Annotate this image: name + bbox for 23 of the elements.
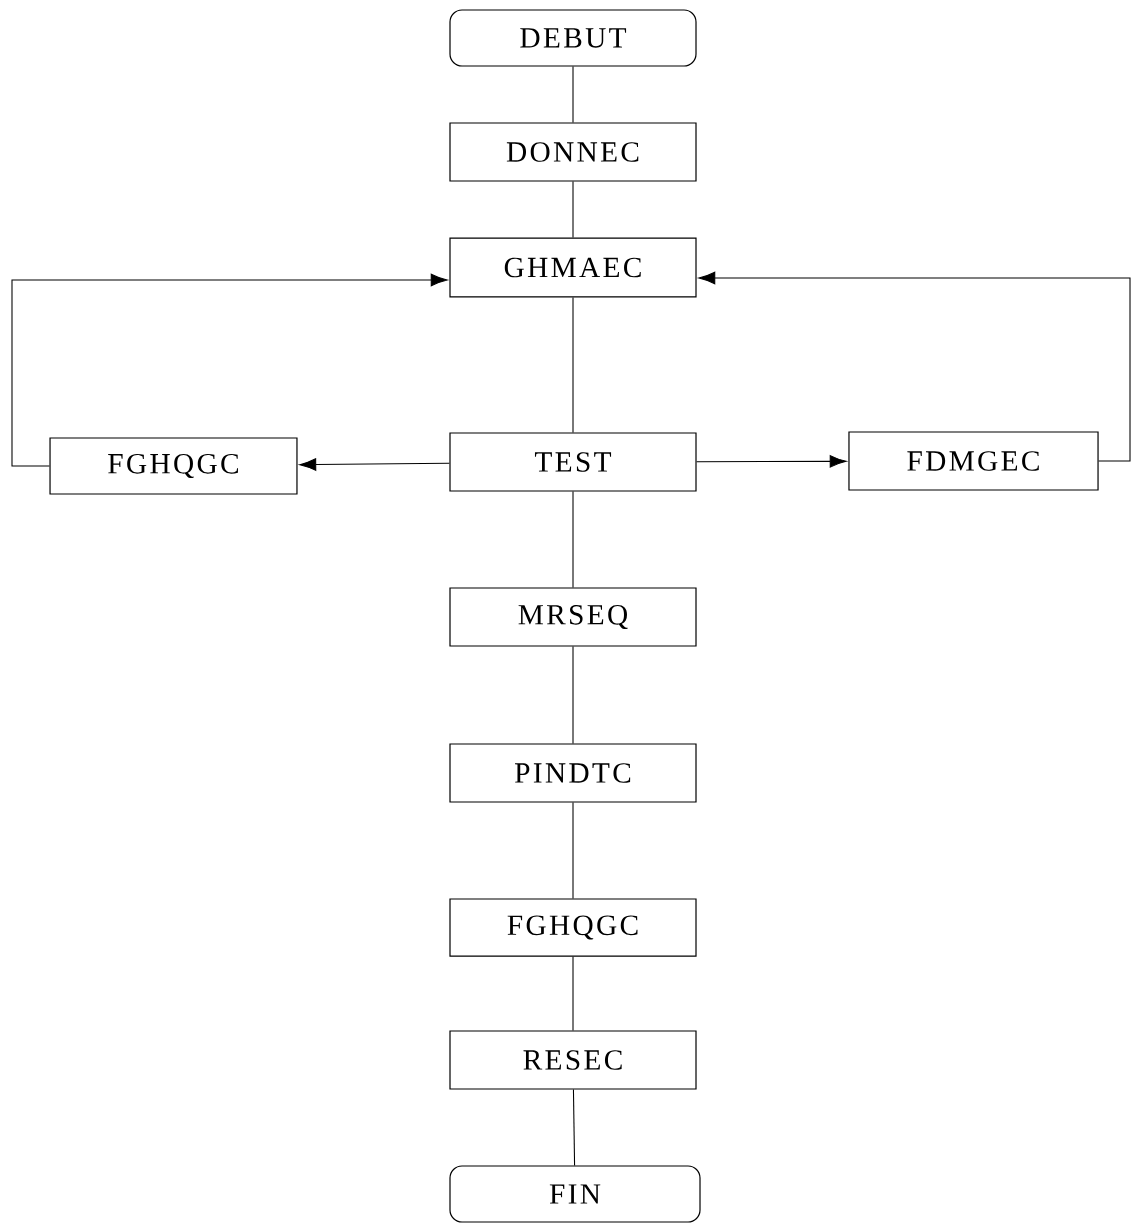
connector-line <box>696 455 847 468</box>
connector-line <box>572 1089 576 1166</box>
connector-line <box>572 66 574 123</box>
process-box: MRSEQ <box>449 587 697 647</box>
connector-line <box>299 458 450 471</box>
connector-line <box>572 646 574 744</box>
process-box: FDMGEC <box>848 431 1099 491</box>
process-box: PINDTC <box>449 743 697 803</box>
process-box: RESEC <box>449 1030 697 1090</box>
connector-line <box>572 181 574 238</box>
connector-line <box>572 297 574 433</box>
process-box: TEST <box>449 432 697 492</box>
process-box: DONNEC <box>449 122 697 182</box>
process-box: FGHQGC <box>49 437 298 495</box>
process-box: FGHQGC <box>449 898 697 957</box>
terminal-box: DEBUT <box>449 9 697 67</box>
terminal-box: FIN <box>449 1165 701 1223</box>
connector-line <box>572 491 574 588</box>
process-box: GHMAEC <box>449 237 697 298</box>
connector-line <box>572 956 574 1031</box>
connector-line <box>572 802 574 899</box>
connector-line <box>698 271 1131 462</box>
connector-line <box>11 273 448 467</box>
